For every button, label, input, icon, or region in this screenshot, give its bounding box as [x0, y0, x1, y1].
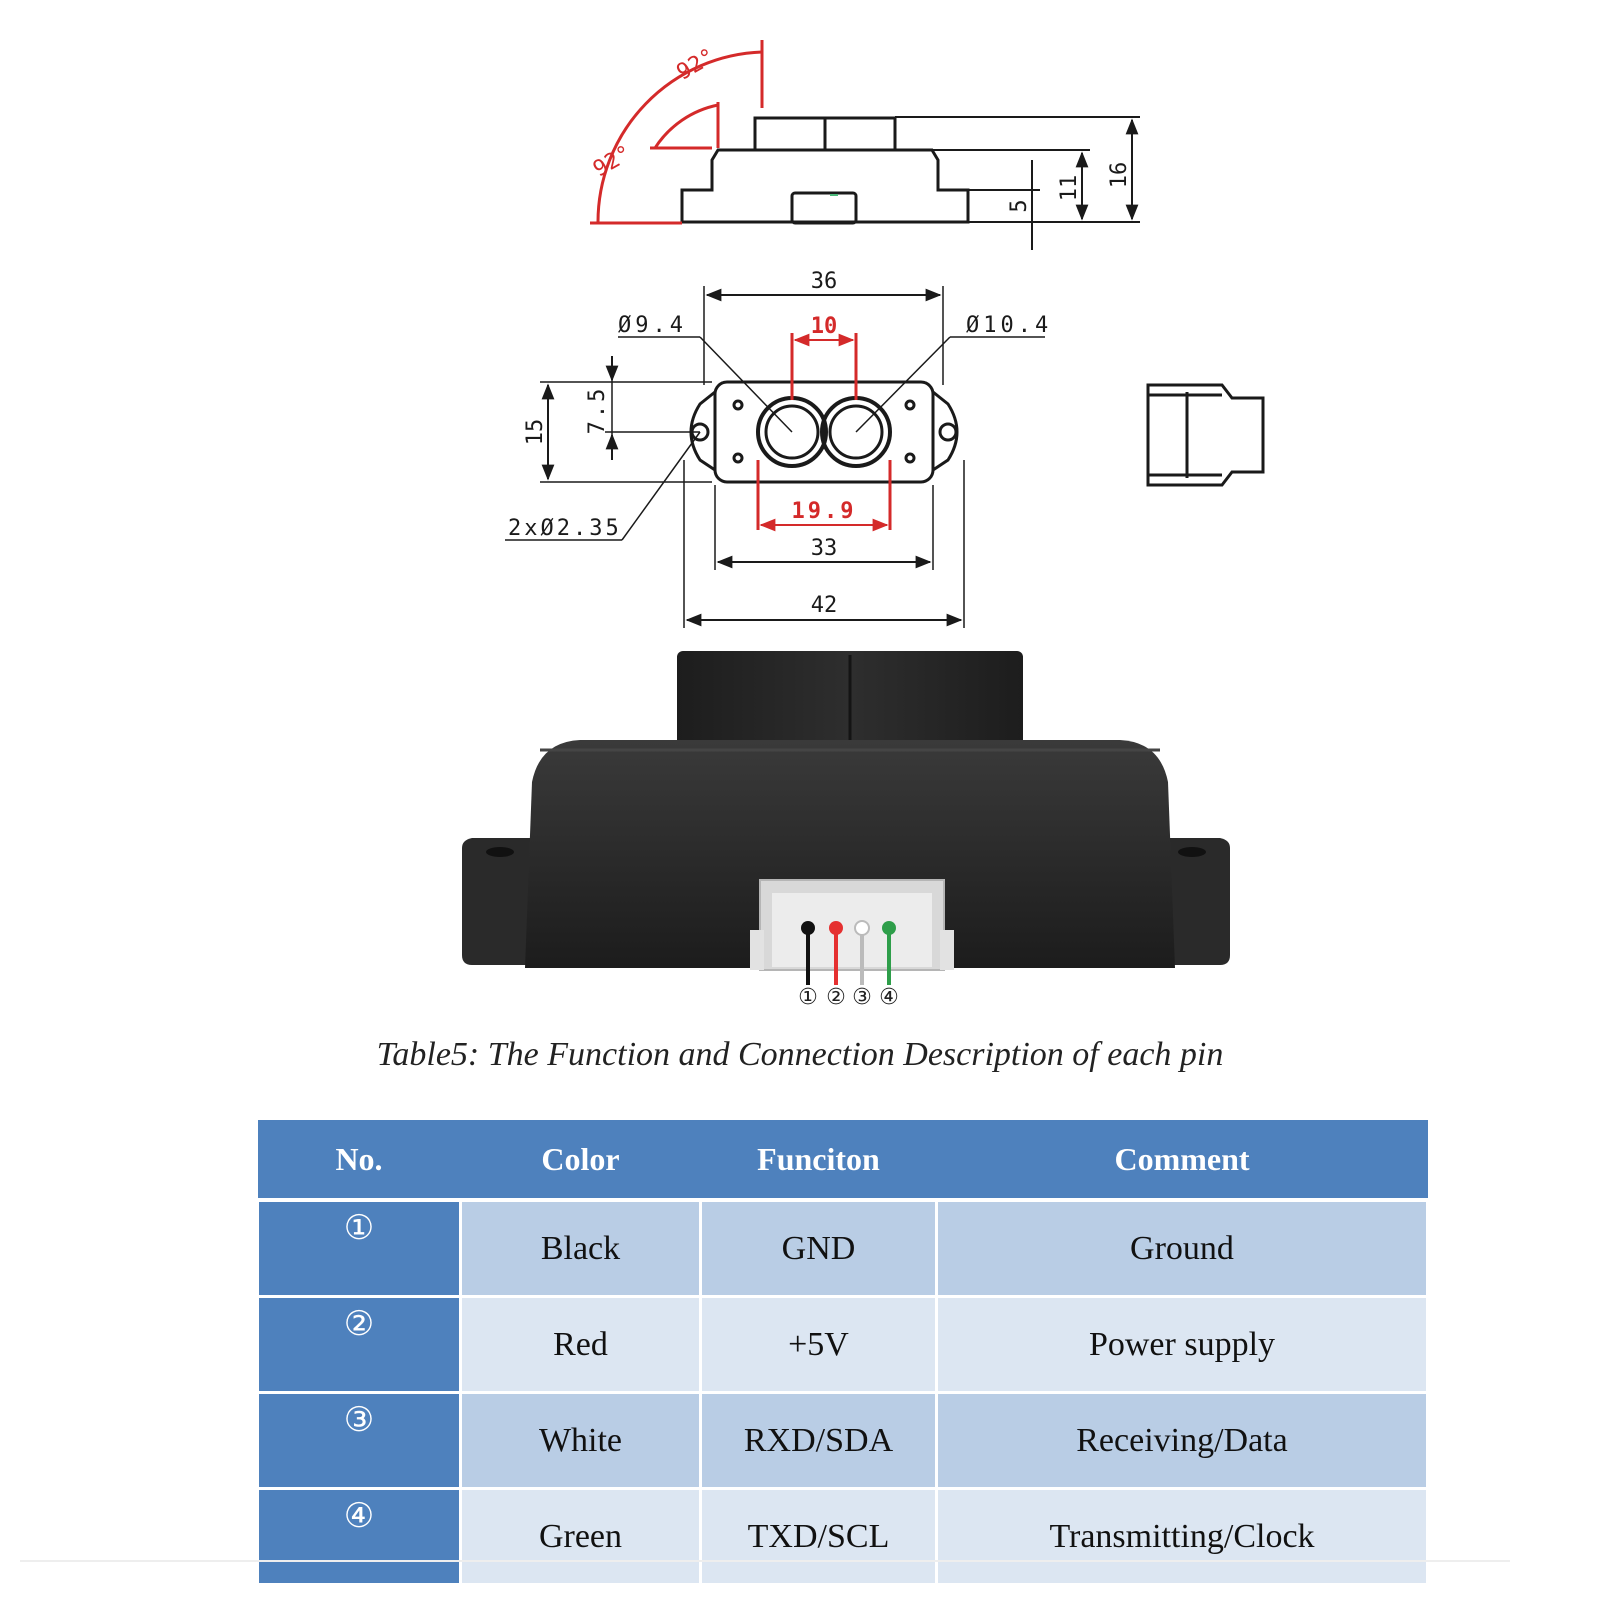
table-caption: Table5: The Function and Connection Desc…: [376, 1036, 1224, 1073]
sensor-body: [525, 740, 1175, 968]
pin-label-1: ①: [798, 985, 818, 1010]
front-view-body: [713, 380, 935, 484]
dim-16: 16: [1107, 162, 1132, 189]
table-row: ② Red +5V Power supply: [256, 1295, 1429, 1394]
wire-red: [829, 921, 843, 935]
pin-number: ③: [256, 1391, 462, 1490]
pin-number: ②: [256, 1295, 462, 1394]
pin-comment: Receiving/Data: [935, 1391, 1429, 1490]
pin-table: No. Color Funciton Comment ① Black GND G…: [256, 1120, 1429, 1586]
pin-color: Red: [459, 1295, 702, 1394]
pin-label-2: ②: [826, 985, 846, 1010]
dim-36: 36: [811, 269, 838, 294]
front-view-mount-ear-left: [689, 390, 716, 472]
table-row: ③ White RXD/SDA Receiving/Data: [256, 1391, 1429, 1490]
pin-color: Black: [459, 1198, 702, 1298]
header-comment: Comment: [936, 1120, 1428, 1202]
pin-function: +5V: [699, 1295, 938, 1394]
dim-10: 10: [811, 314, 838, 339]
wire-green: [882, 921, 896, 935]
dim-7-5: 7.5: [585, 386, 610, 435]
pin-comment: Ground: [935, 1198, 1429, 1298]
pin-comment: Power supply: [935, 1295, 1429, 1394]
pin-color: Green: [459, 1487, 702, 1586]
mechanical-drawing: 16 11 5 92° 92°: [462, 40, 1265, 1010]
connector-side-view: [1146, 383, 1265, 487]
wire-white: [854, 920, 870, 936]
dim-lens-dia-right: Ø10.4: [966, 313, 1052, 338]
table-header-row: No. Color Funciton Comment: [257, 1120, 1428, 1202]
angle-marks: [590, 40, 764, 225]
pin-function: TXD/SCL: [699, 1487, 938, 1586]
dim-11: 11: [1057, 175, 1082, 202]
dim-19-9: 19.9: [792, 499, 857, 524]
dim-33: 33: [811, 536, 838, 561]
front-view: [505, 286, 1045, 628]
bottom-divider: [20, 1560, 1510, 1562]
front-view-red-dims: [756, 333, 892, 532]
pin-color: White: [459, 1391, 702, 1490]
pin-label-4: ④: [879, 985, 899, 1010]
pin-number: ①: [256, 1198, 462, 1298]
pin-label-3: ③: [852, 985, 872, 1010]
table-row: ④ Green TXD/SCL Transmitting/Clock: [256, 1487, 1429, 1586]
connector-wires: [801, 920, 896, 985]
dim-42: 42: [811, 593, 838, 618]
front-view-mount-ear-right: [932, 390, 959, 472]
dim-5: 5: [1007, 199, 1032, 212]
dim-mount-holes: 2xØ2.35: [508, 516, 622, 541]
table-row: ① Black GND Ground: [256, 1198, 1429, 1298]
dim-lens-dia-left: Ø9.4: [618, 313, 687, 338]
sensor-render: [462, 651, 1230, 971]
angle-outer-label: 92°: [673, 44, 720, 86]
dim-15: 15: [523, 419, 548, 446]
side-view: [680, 116, 1140, 250]
header-no: No.: [257, 1120, 461, 1202]
side-view-connector: [790, 191, 858, 225]
header-function: Funciton: [700, 1120, 937, 1202]
pin-function: GND: [699, 1198, 938, 1298]
pin-number: ④: [256, 1487, 462, 1586]
pin-comment: Transmitting/Clock: [935, 1487, 1429, 1586]
header-color: Color: [460, 1120, 701, 1202]
pin-function: RXD/SDA: [699, 1391, 938, 1490]
wire-black: [801, 921, 815, 935]
side-view-body: [680, 148, 970, 224]
angle-inner-label: 92°: [589, 141, 636, 183]
